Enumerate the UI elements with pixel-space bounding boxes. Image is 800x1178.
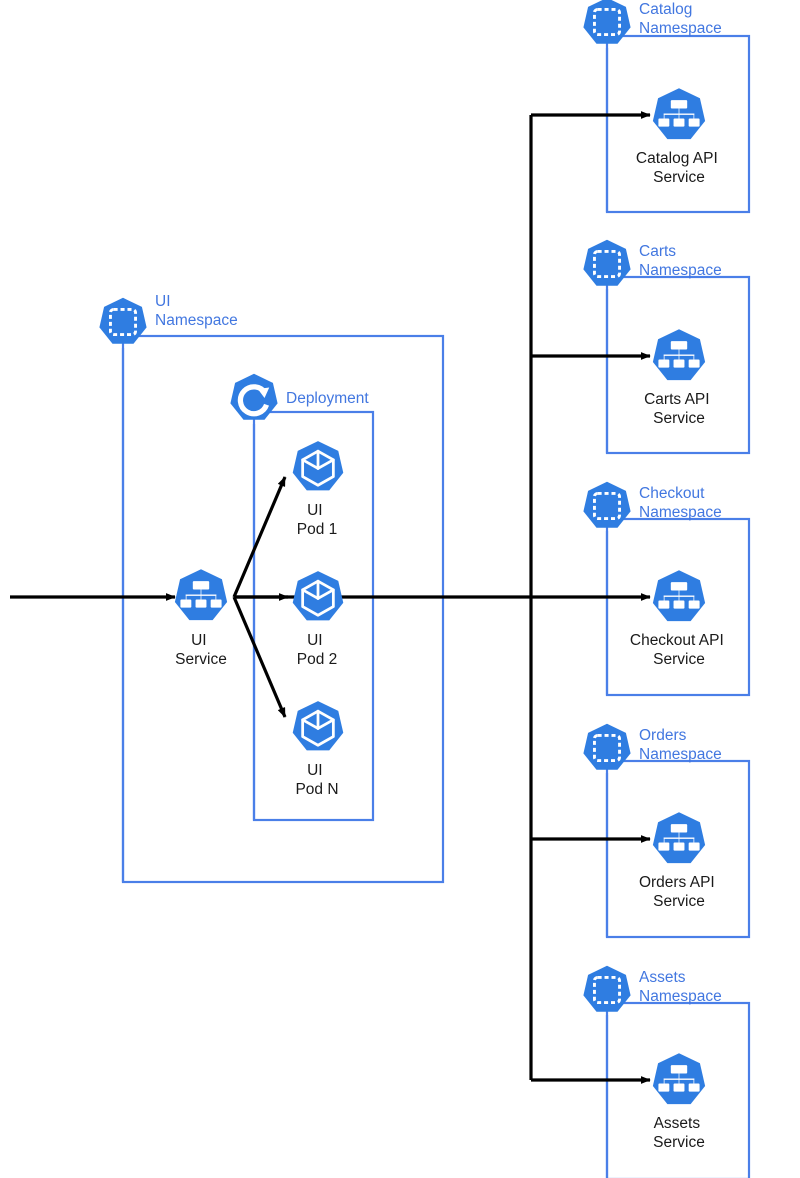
catalog-api-service-label: Catalog API Service [636, 150, 722, 186]
service-icon [652, 88, 706, 140]
carts-namespace-label: Carts Namespace [639, 243, 722, 279]
namespace-icon [581, 964, 633, 1014]
service-icon [652, 1053, 706, 1105]
assets-namespace-label: Assets Namespace [639, 969, 722, 1005]
namespace-connector-stems [121, 48, 609, 1178]
checkout-api-service-label: Checkout API Service [630, 632, 728, 668]
pod-icon [291, 699, 345, 752]
service-icon [652, 812, 706, 864]
pod-icon [291, 439, 345, 492]
deployment-label: Deployment [286, 390, 369, 407]
ui-pod-2-node[interactable]: UI Pod 2 [291, 569, 345, 668]
checkout-namespace-node[interactable]: Checkout Namespace [581, 480, 722, 530]
ui-namespace-group [121, 334, 445, 884]
arrow-service-to-pod-n [232, 596, 287, 718]
service-icon [652, 329, 706, 381]
assets-service-label: Assets Service [653, 1115, 705, 1151]
namespace-icon [581, 238, 633, 288]
ui-pod-n-node[interactable]: UI Pod N [291, 699, 345, 798]
checkout-api-service-node[interactable]: Checkout API Service [630, 570, 728, 668]
ui-namespace-node[interactable]: UI Namespace [97, 293, 238, 346]
ui-service-label: UI Service [175, 632, 227, 668]
deployment-node[interactable]: Deployment [230, 374, 369, 420]
flow-arrows [10, 111, 651, 1084]
carts-namespace-node[interactable]: Carts Namespace [581, 238, 722, 288]
service-icon [652, 570, 706, 622]
orders-api-service-node[interactable]: Orders API Service [639, 812, 719, 910]
ui-pod-n-label: UI Pod N [295, 762, 338, 798]
ui-namespace-box [121, 334, 445, 884]
catalog-api-service-node[interactable]: Catalog API Service [636, 88, 722, 186]
orders-api-service-label: Orders API Service [639, 874, 719, 910]
catalog-namespace-label: Catalog Namespace [639, 1, 722, 37]
assets-namespace-node[interactable]: Assets Namespace [581, 964, 722, 1014]
orders-namespace-label: Orders Namespace [639, 727, 722, 763]
carts-api-service-label: Carts API Service [644, 391, 714, 427]
catalog-namespace-node[interactable]: Catalog Namespace [581, 0, 722, 46]
carts-api-service-node[interactable]: Carts API Service [644, 329, 714, 427]
pod-icon [291, 569, 345, 622]
ui-service-node[interactable]: UI Service [174, 569, 228, 668]
ui-pod-1-label: UI Pod 1 [297, 502, 338, 538]
checkout-namespace-label: Checkout Namespace [639, 485, 722, 521]
ui-namespace-label: UI Namespace [155, 293, 238, 329]
ui-pod-1-node[interactable]: UI Pod 1 [291, 439, 345, 538]
orders-namespace-node[interactable]: Orders Namespace [581, 722, 722, 772]
arrow-service-to-pod-1 [232, 476, 287, 598]
service-icon [174, 569, 228, 621]
namespace-icon [581, 0, 633, 46]
namespace-icon [581, 722, 633, 772]
assets-service-node[interactable]: Assets Service [652, 1053, 706, 1151]
ui-pod-2-label: UI Pod 2 [297, 632, 338, 668]
namespace-icon [581, 480, 633, 530]
